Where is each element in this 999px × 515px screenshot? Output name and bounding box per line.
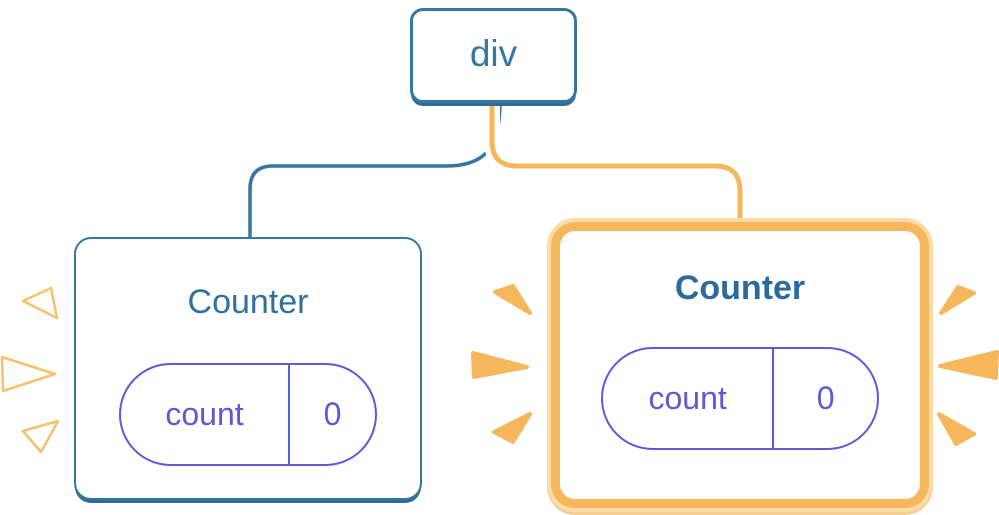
- state-value-left: 0: [288, 365, 375, 464]
- counter-title-left: Counter: [187, 283, 309, 321]
- root-node-label: div: [469, 33, 518, 74]
- state-key-left: count: [165, 396, 244, 432]
- connector-right-orange: [489, 101, 743, 230]
- counter-card-right: Counter count 0: [560, 231, 920, 499]
- counter-card-left: Counter count 0: [74, 237, 422, 500]
- counter-title-right: Counter: [674, 269, 806, 307]
- state-key-right: count: [648, 380, 727, 416]
- counter-card-right-highlight: Counter count 0: [547, 218, 933, 512]
- connector-left-blue: [248, 100, 502, 240]
- state-pill-right: count 0: [601, 347, 879, 450]
- counter-card-right-border: Counter count 0: [551, 222, 929, 508]
- sparkle-burst-left-icon: [0, 286, 60, 454]
- tree-node-root-div: div: [410, 8, 577, 103]
- state-value-right: 0: [772, 349, 877, 448]
- state-pill-left: count 0: [119, 363, 377, 466]
- sparkle-burst-right-icon: [937, 285, 999, 446]
- sparkle-burst-middle-icon: [471, 284, 532, 444]
